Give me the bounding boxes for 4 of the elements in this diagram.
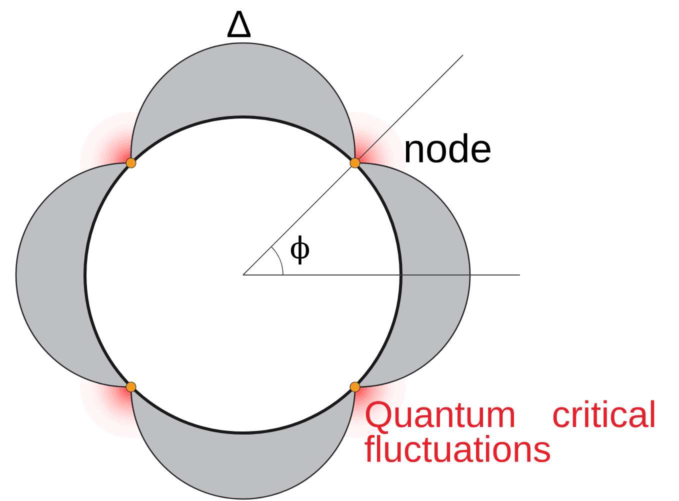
annotation-text: Quantum critical fluctuations bbox=[364, 400, 654, 462]
node-label: node bbox=[406, 133, 490, 163]
angle-label: ϕ bbox=[290, 235, 310, 265]
gap-symbol: Δ bbox=[227, 10, 251, 38]
